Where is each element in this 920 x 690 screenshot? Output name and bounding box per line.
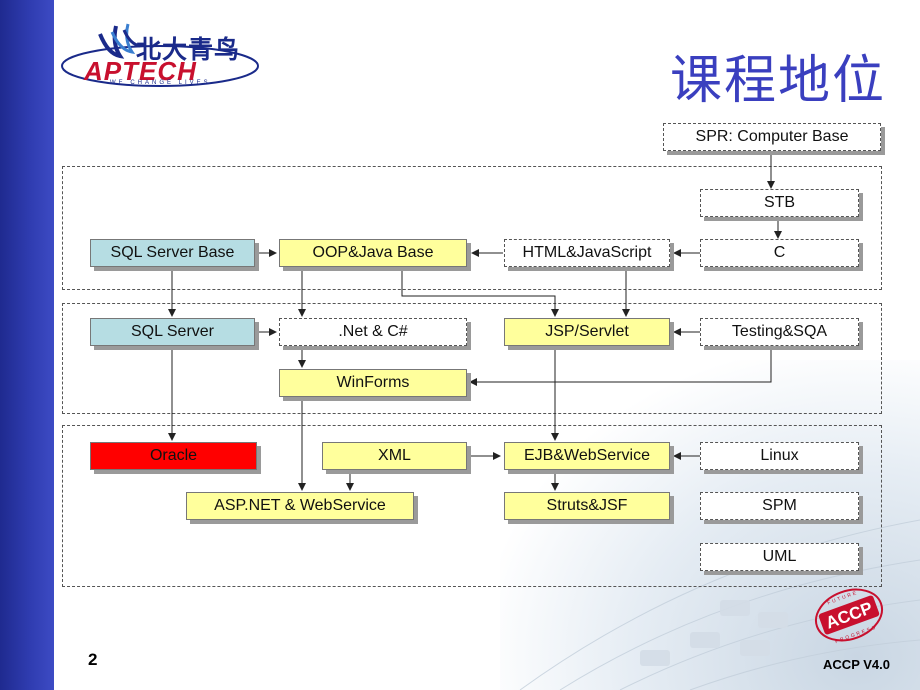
node-oracle: Oracle: [90, 442, 257, 470]
node-testing-sqa: Testing&SQA: [700, 318, 859, 346]
logo-swoosh-icon: [61, 23, 259, 87]
node-stb: STB: [700, 189, 859, 217]
node-spm: SPM: [700, 492, 859, 520]
accp-stamp: ACCP FUTURE PROGRESS: [810, 585, 888, 645]
logo-english-name: APTECH: [84, 56, 197, 86]
node-xml: XML: [322, 442, 467, 470]
aptech-logo: 北大青鸟 APTECH WE CHANGE LIVES: [60, 14, 270, 94]
node-c: C: [700, 239, 859, 267]
node-winforms: WinForms: [279, 369, 467, 397]
node-struts-jsf: Struts&JSF: [504, 492, 670, 520]
node-jsp-servlet: JSP/Servlet: [504, 318, 670, 346]
node-linux: Linux: [700, 442, 859, 470]
arrow-oop-to-jsp: [401, 267, 559, 317]
logo-chinese-name: 北大青鸟: [136, 35, 241, 64]
node-ejb-webservice: EJB&WebService: [504, 442, 670, 470]
group-advanced: [62, 425, 882, 587]
page-number: 2: [88, 650, 98, 669]
node-sql-server-base: SQL Server Base: [90, 239, 255, 267]
arrow-testing-to-winforms: [469, 347, 772, 386]
group-foundation: [62, 166, 882, 290]
node-html-javascript: HTML&JavaScript: [504, 239, 670, 267]
node-sql-server: SQL Server: [90, 318, 255, 346]
logo-tagline: WE CHANGE LIVES: [110, 80, 211, 86]
left-sidebar-band: [0, 0, 54, 690]
node-net-csharp: .Net & C#: [279, 318, 467, 346]
node-uml: UML: [700, 543, 859, 571]
node-aspnet-webservice: ASP.NET & WebService: [186, 492, 414, 520]
accp-stamp-graphic: ACCP FUTURE PROGRESS: [815, 588, 883, 645]
slide-title: 课程地位: [669, 51, 886, 111]
node-spr-computer-base: SPR: Computer Base: [663, 123, 881, 151]
footer-version: ACCP V4.0: [823, 657, 890, 672]
group-intermediate: [62, 303, 882, 414]
node-oop-java-base: OOP&Java Base: [279, 239, 467, 267]
